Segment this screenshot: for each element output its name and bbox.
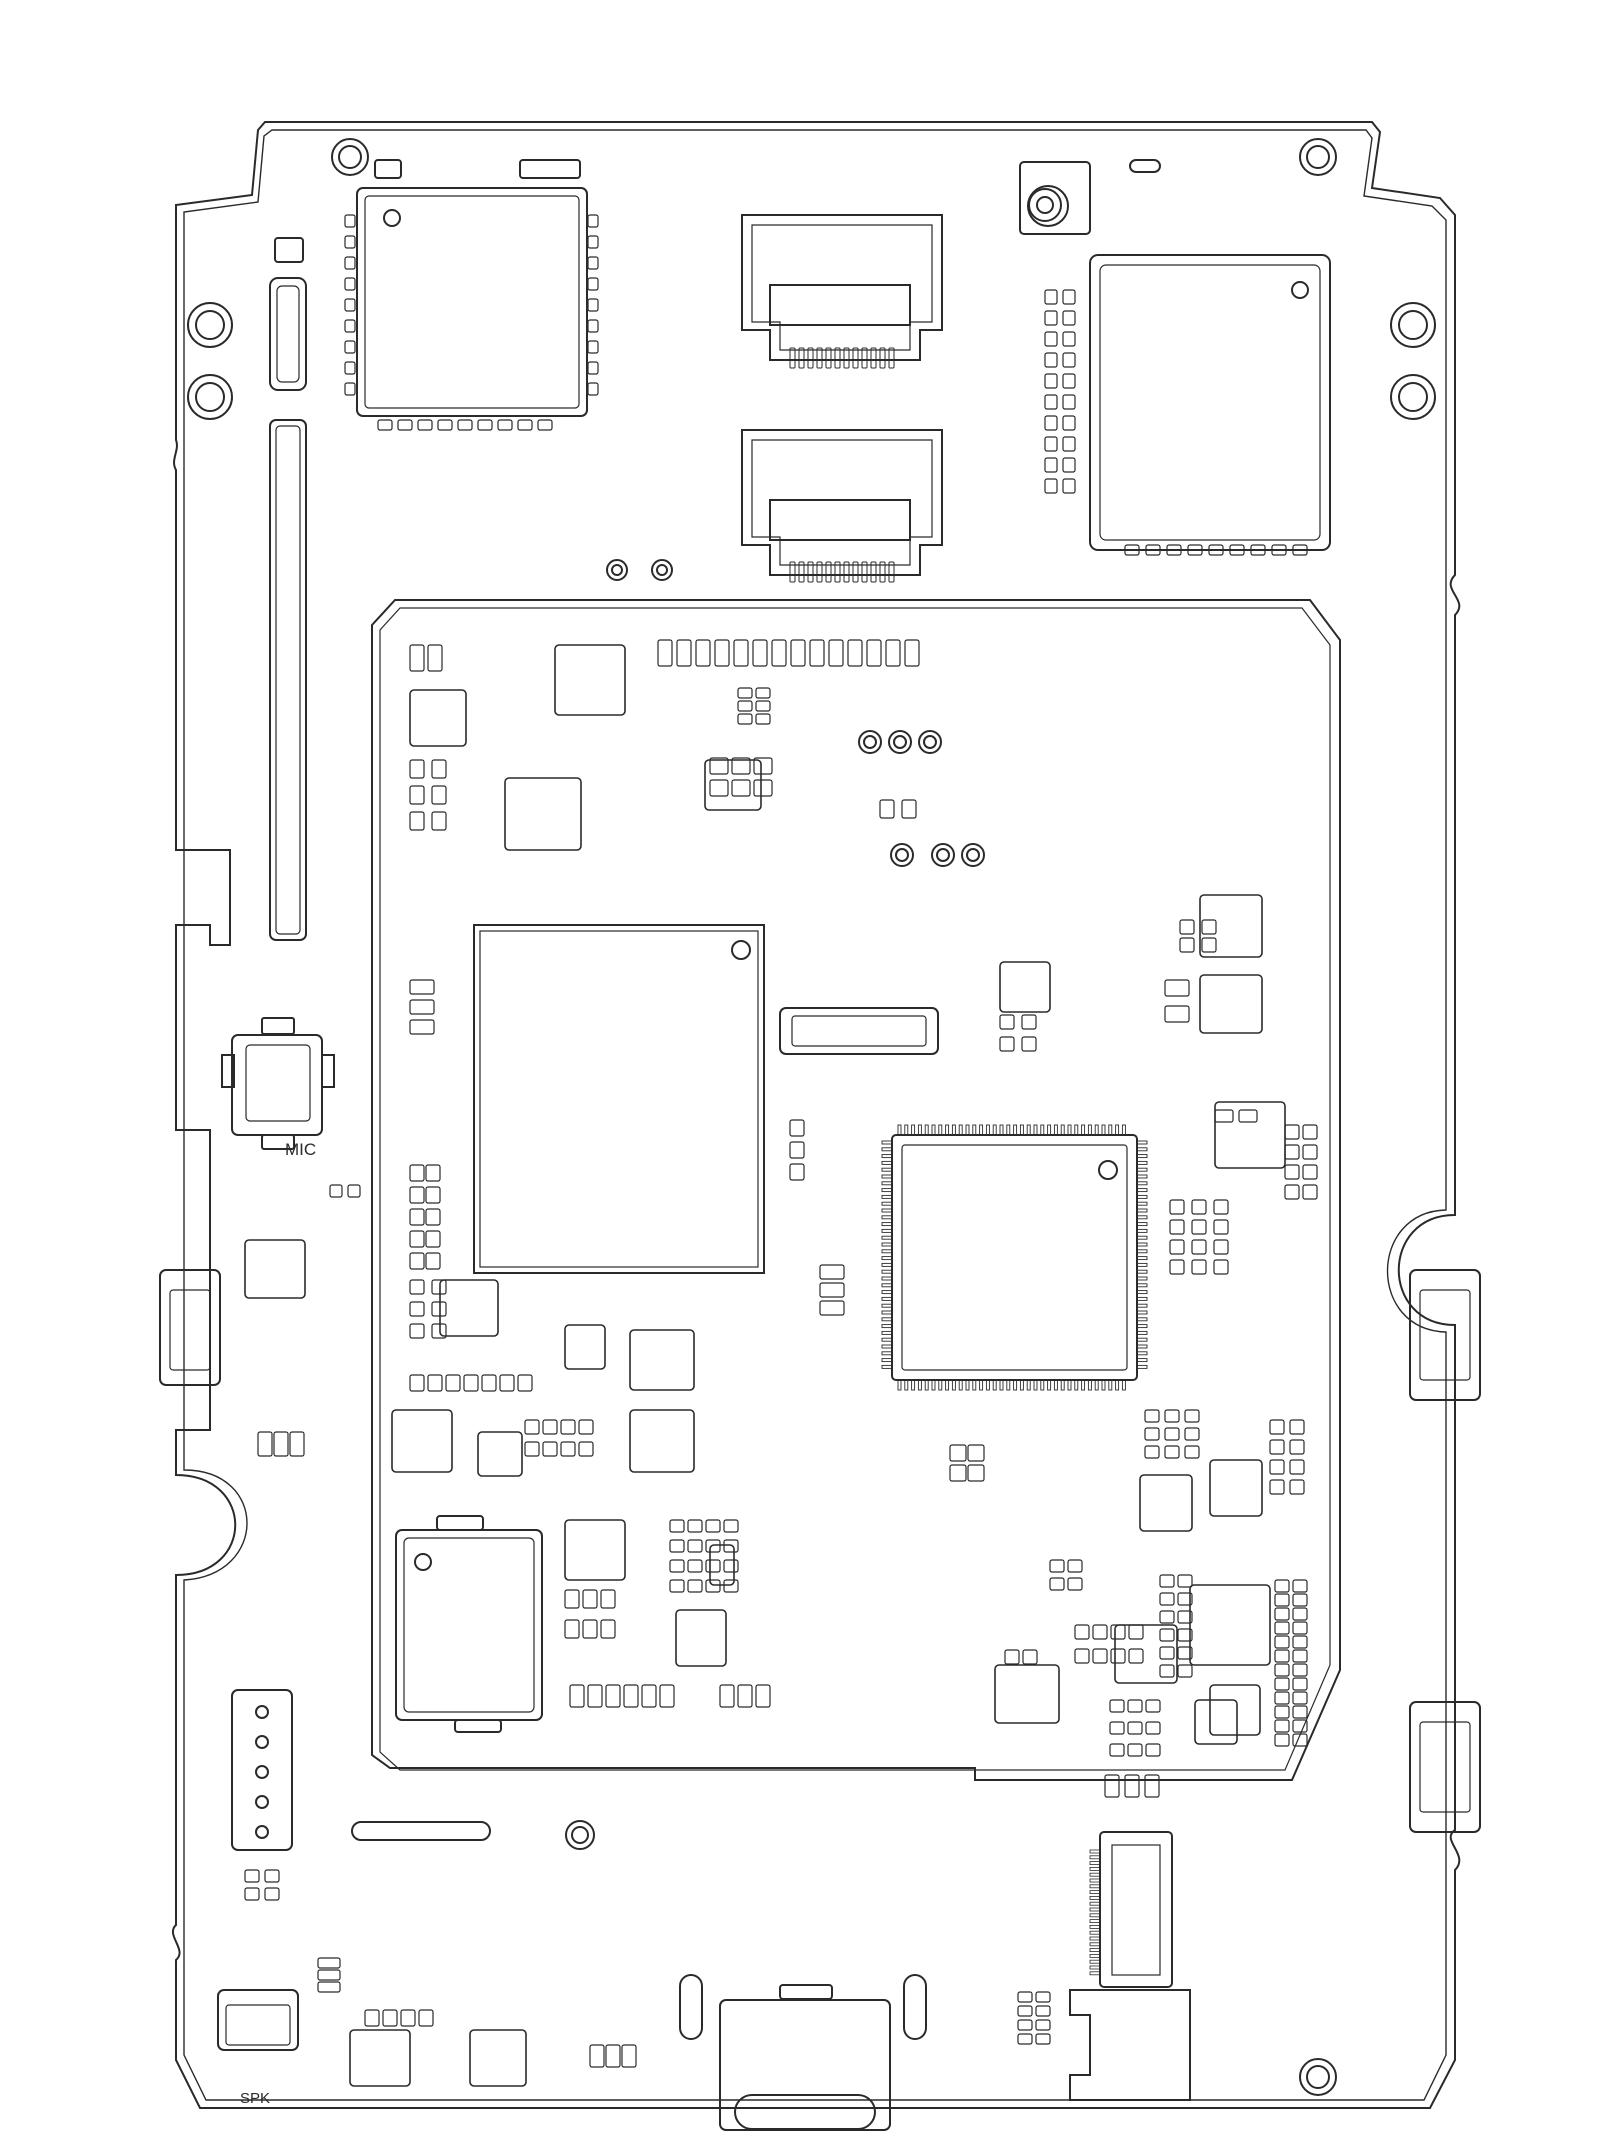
module-top-left: [344, 159, 599, 431]
smd-components: [244, 289, 1318, 2087]
mic-label: MIC: [285, 1140, 316, 1159]
ic-bottom-left: [395, 1515, 543, 1733]
ic-qfp-mcu: [881, 1124, 1148, 1391]
module-top-right: [1019, 159, 1331, 551]
fpc-connector-bottom-right: [1069, 1831, 1191, 2101]
board-edge: [172, 121, 1461, 2109]
left-slot: [269, 237, 307, 941]
mic-component: [221, 1017, 335, 1150]
side-connectors: [159, 1269, 1481, 2051]
ic-large-left: [473, 924, 765, 1274]
mounting-holes: [187, 138, 1436, 2096]
spk-label: SPK: [240, 2090, 270, 2107]
inner-shield: [371, 599, 1341, 1781]
slim-strip: [351, 1821, 491, 1841]
ffc-connector-center: [779, 1007, 939, 1055]
connectors-top: [741, 214, 943, 583]
usb-c-connector: [679, 1974, 927, 2131]
